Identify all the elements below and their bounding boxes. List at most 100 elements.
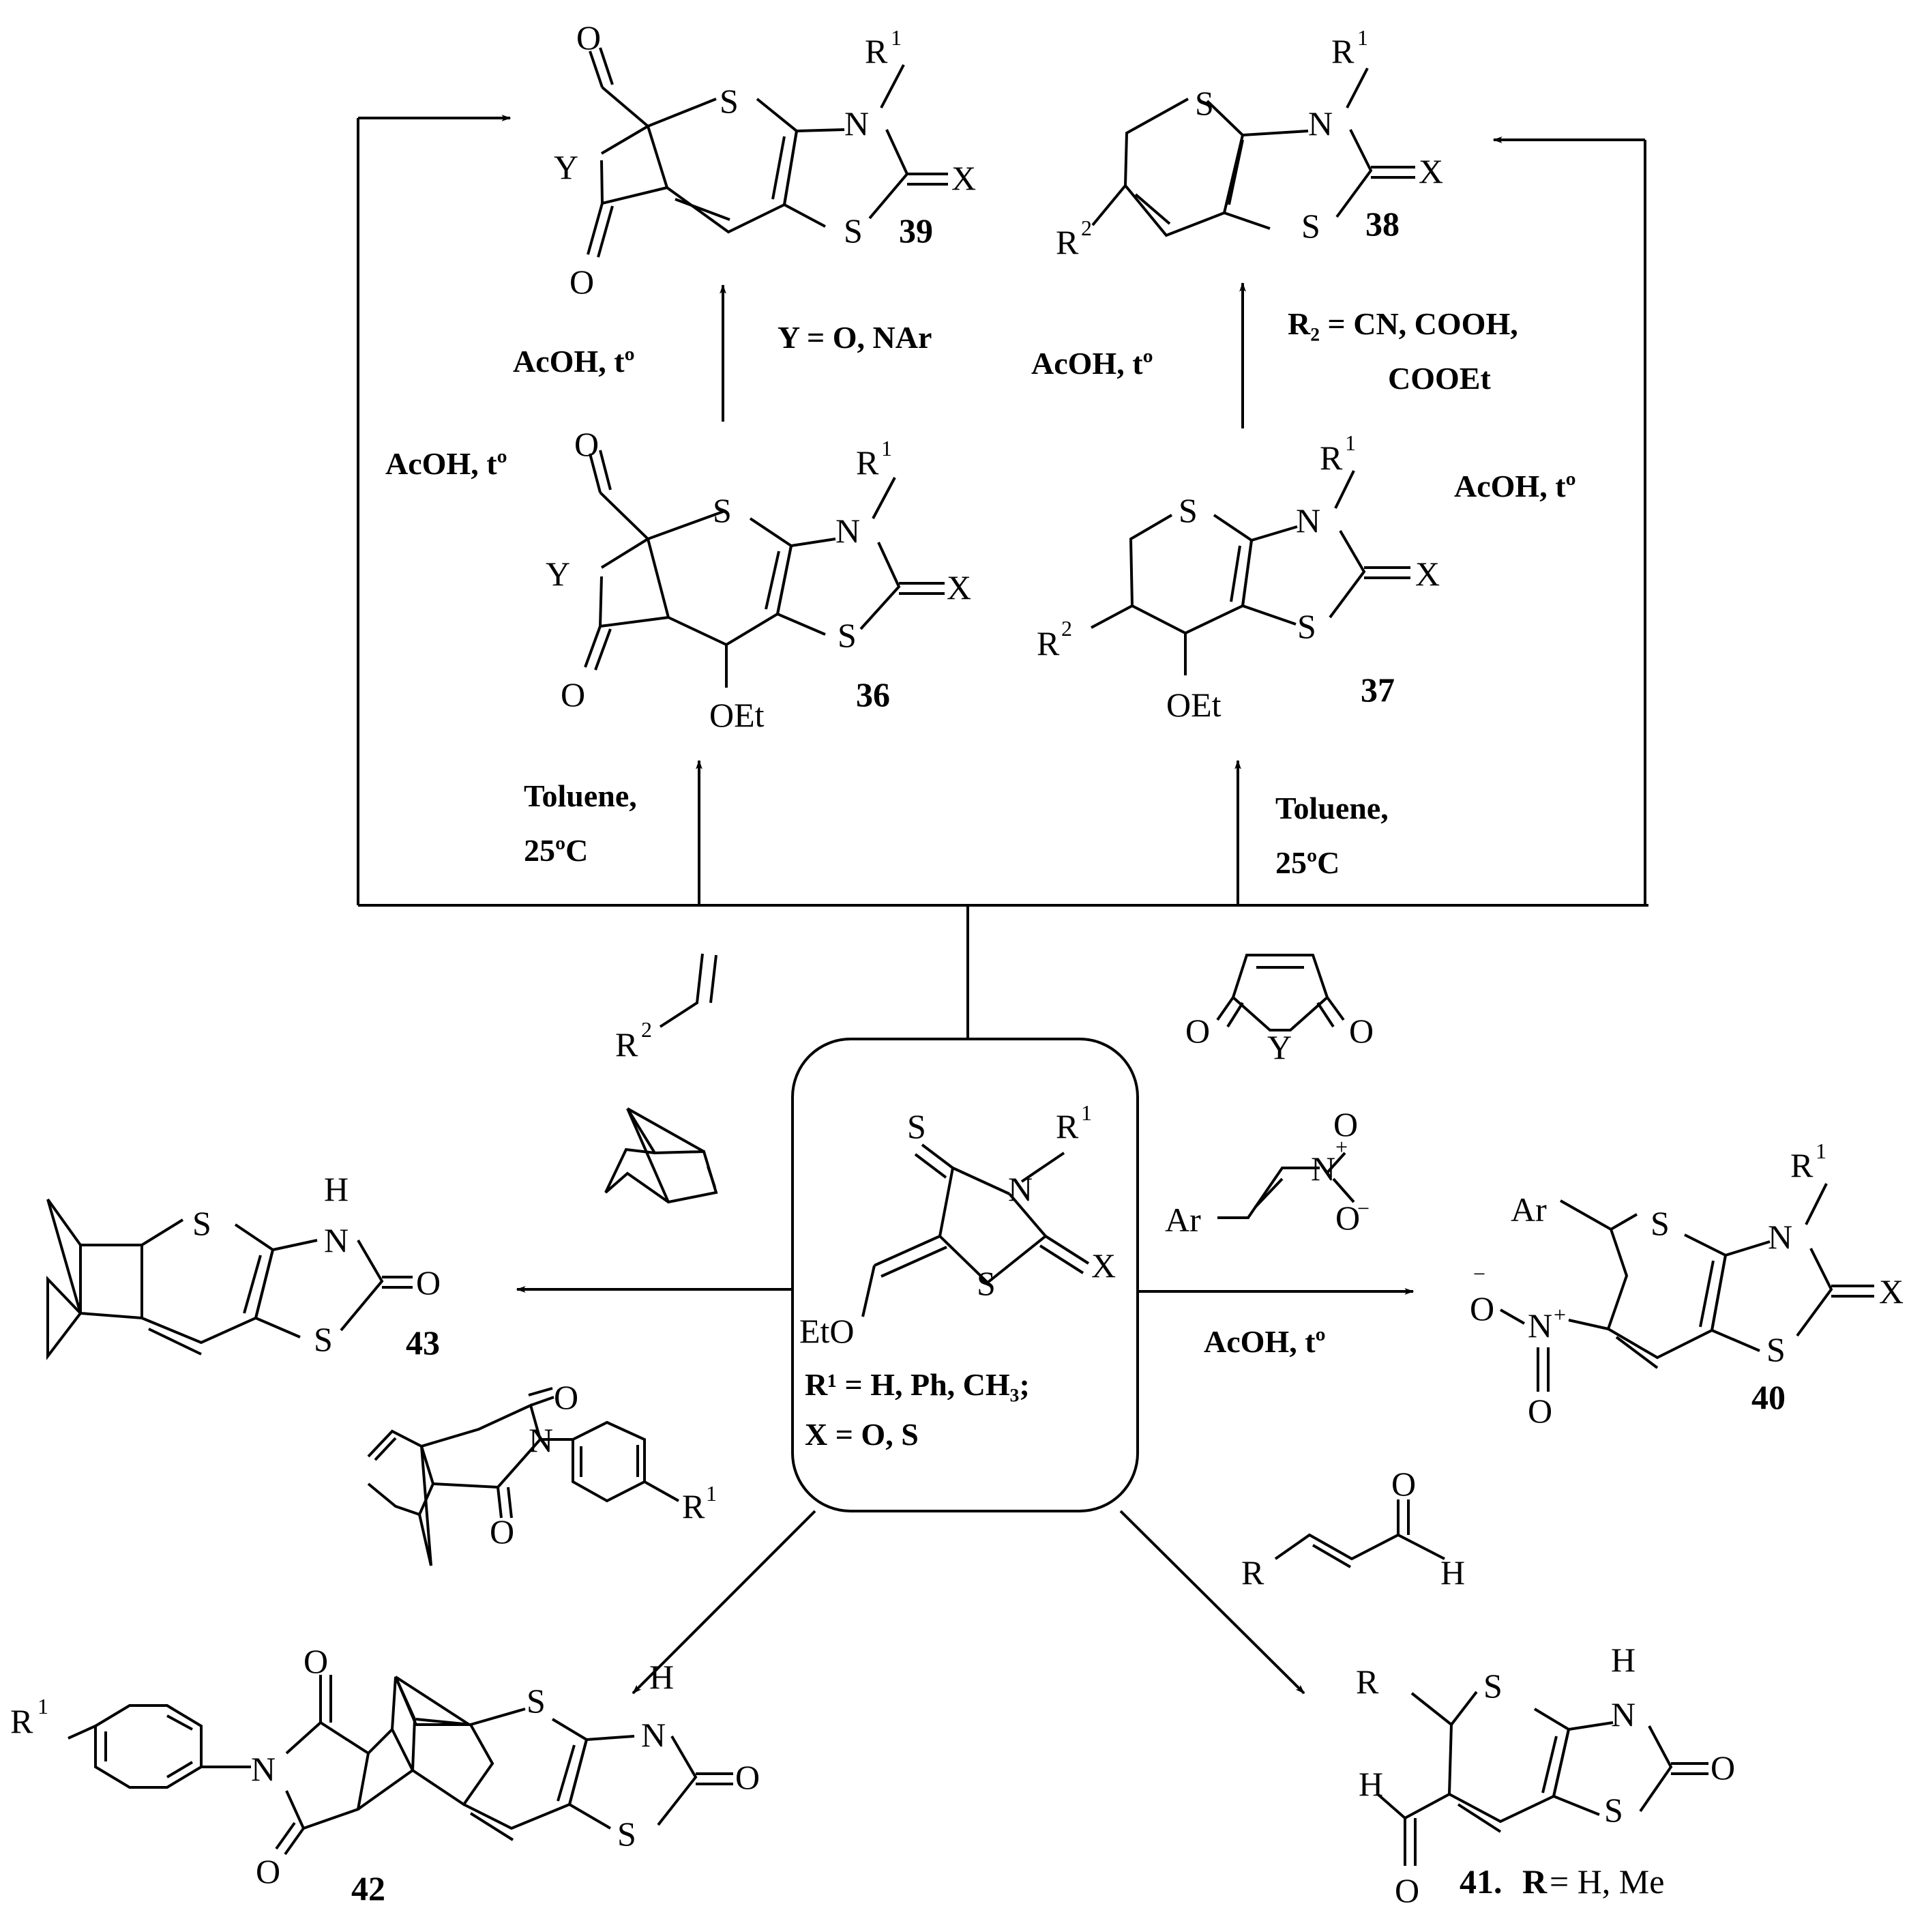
svg-text:O: O [1711, 1748, 1735, 1787]
svg-text:1: 1 [1816, 1139, 1826, 1163]
svg-text:+: + [1554, 1302, 1566, 1327]
compound-42: R 1 N O O S H N S O 42 [10, 1642, 760, 1907]
reagent-enal: R O H [1241, 1465, 1465, 1592]
svg-text:O: O [1470, 1289, 1494, 1328]
svg-text:O: O [490, 1512, 514, 1551]
svg-text:S: S [1301, 207, 1320, 245]
condition-acoh-37-38: AcOH, tº [1031, 346, 1153, 381]
svg-text:EtO: EtO [799, 1312, 855, 1350]
start-material-box [791, 1038, 1139, 1512]
svg-text:O: O [1333, 1105, 1358, 1143]
svg-text:O: O [569, 263, 594, 301]
svg-text:38: 38 [1365, 205, 1400, 243]
svg-text:H: H [1359, 1765, 1383, 1803]
svg-text:H: H [1440, 1553, 1465, 1592]
svg-text:O: O [735, 1758, 760, 1796]
svg-text:H: H [649, 1658, 674, 1696]
svg-text:+: + [1335, 1135, 1348, 1159]
svg-text:S: S [844, 211, 863, 250]
svg-text:2: 2 [641, 1017, 652, 1042]
condition-acoh-right: AcOH, tº [1454, 469, 1576, 503]
compound-40: Ar S N S X R 1 N + O − O 40 [1470, 1139, 1904, 1430]
svg-text:R: R [1056, 1107, 1079, 1145]
svg-text:R: R [1241, 1553, 1264, 1592]
svg-text:X: X [1415, 555, 1440, 593]
svg-text:H: H [324, 1170, 349, 1208]
svg-text:R: R [10, 1702, 33, 1740]
condition-toluene-left-1: Toluene, [524, 778, 637, 813]
svg-text:N: N [835, 512, 860, 550]
svg-text:1: 1 [1357, 25, 1368, 50]
svg-text:O: O [574, 425, 599, 463]
svg-text:S: S [713, 491, 732, 529]
svg-text:H: H [1611, 1641, 1636, 1679]
start-material: S N R 1 S X EtO [799, 1100, 1116, 1350]
svg-text:−: − [1357, 1196, 1370, 1220]
arrow-to-42 [632, 1510, 816, 1695]
svg-text:41.: 41. [1460, 1862, 1503, 1901]
svg-text:43: 43 [406, 1323, 440, 1362]
svg-text:Ar: Ar [1511, 1190, 1547, 1229]
svg-text:S: S [1179, 491, 1198, 529]
svg-text:S: S [1483, 1667, 1503, 1705]
reagent-nitroalkene: Ar N + O O − [1165, 1105, 1370, 1239]
svg-text:Y: Y [1267, 1028, 1292, 1066]
condition-acoh-40: AcOH, tº [1204, 1324, 1326, 1359]
svg-text:R: R [865, 32, 888, 70]
svg-text:S: S [907, 1107, 926, 1145]
svg-text:S: S [1651, 1204, 1670, 1242]
svg-text:R: R [682, 1487, 705, 1525]
svg-text:−: − [1473, 1261, 1485, 1286]
reagent-norbornadiene [604, 1107, 718, 1204]
svg-text:R: R [615, 1025, 638, 1064]
svg-text:O: O [1349, 1012, 1374, 1050]
condition-toluene-right-1: Toluene, [1275, 791, 1389, 825]
flow-arrows [357, 115, 1648, 1695]
svg-text:N: N [1008, 1170, 1033, 1208]
svg-text:1: 1 [891, 25, 902, 50]
reagent-imide-norbornene: O O N R 1 [367, 1378, 717, 1566]
svg-text:OEt: OEt [1166, 686, 1222, 724]
svg-text:39: 39 [899, 211, 933, 250]
svg-text:S: S [314, 1320, 333, 1358]
svg-text:R: R [1790, 1146, 1814, 1184]
svg-text:1: 1 [38, 1694, 48, 1718]
svg-text:N: N [844, 104, 869, 143]
svg-text:O: O [576, 18, 601, 57]
svg-text:S: S [192, 1204, 211, 1242]
svg-text:S: S [1604, 1791, 1623, 1829]
svg-text:R: R [1331, 32, 1355, 70]
svg-text:R: R [1356, 1663, 1379, 1701]
svg-text:S: S [838, 616, 857, 654]
condition-acoh-left: AcOH, tº [385, 446, 507, 481]
svg-text:R: R [1320, 439, 1343, 477]
svg-text:X: X [947, 568, 971, 606]
svg-text:S: S [977, 1264, 996, 1302]
compound-36: O Y O S N S X R 1 OEt 36 [546, 425, 971, 734]
y-definition-label: Y = O, NAr [778, 320, 932, 355]
svg-text:R: R [856, 443, 879, 482]
svg-text:N: N [1528, 1306, 1552, 1345]
svg-text:Ar: Ar [1165, 1201, 1201, 1239]
svg-text:37: 37 [1361, 671, 1395, 709]
svg-text:R: R [1056, 223, 1079, 261]
svg-text:R: R [1037, 624, 1060, 662]
svg-text:O: O [1395, 1871, 1419, 1909]
compound-38: S N S X R 1 R 2 38 [1056, 25, 1443, 261]
condition-toluene-left-2: 25ºC [524, 833, 588, 868]
reagent-alkene: R 2 [615, 953, 717, 1064]
svg-text:N: N [1768, 1218, 1792, 1256]
svg-text:X: X [1091, 1246, 1116, 1285]
svg-text:N: N [1308, 104, 1333, 143]
svg-text:X: X [1419, 152, 1443, 190]
svg-text:X: X [951, 159, 976, 197]
r2-definition-line2: COOEt [1388, 361, 1491, 396]
svg-text:O: O [256, 1852, 280, 1890]
compound-43: S H N S O 43 [46, 1170, 441, 1362]
svg-text:1: 1 [706, 1481, 717, 1506]
svg-text:2: 2 [1061, 616, 1072, 641]
svg-text:36: 36 [856, 675, 890, 714]
svg-text:1: 1 [1345, 430, 1356, 455]
svg-text:N: N [1311, 1150, 1335, 1188]
